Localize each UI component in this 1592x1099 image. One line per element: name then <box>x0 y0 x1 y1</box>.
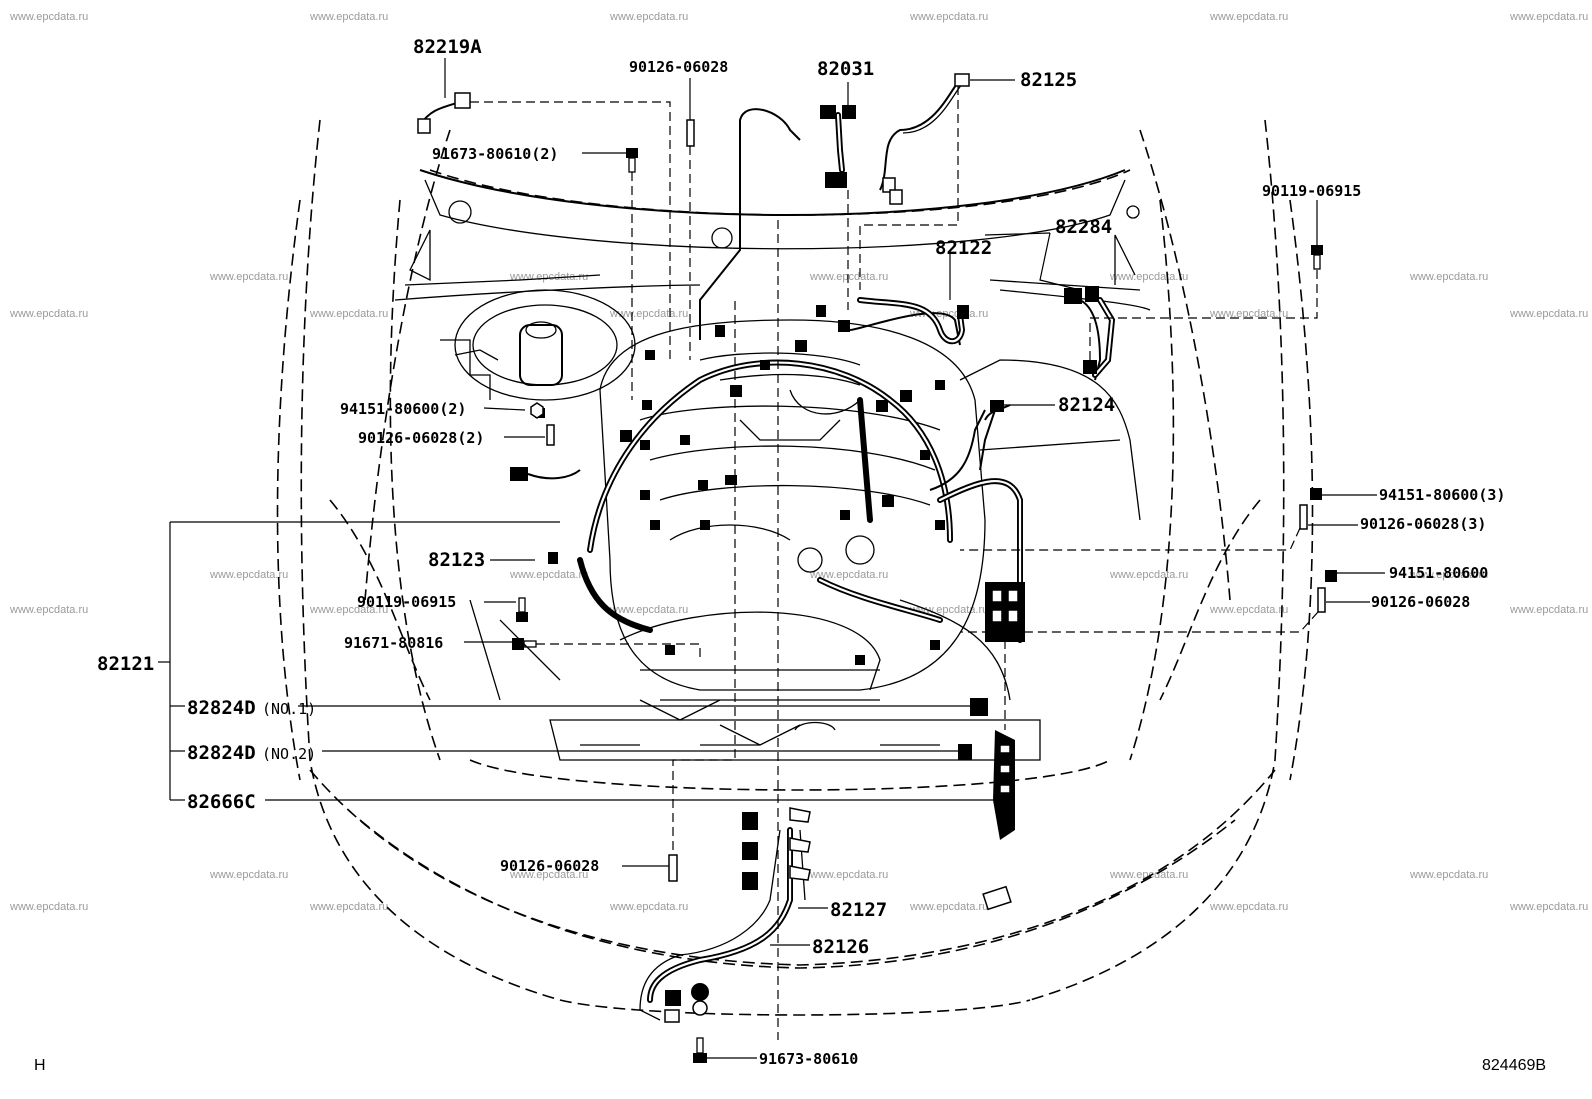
watermark-text: www.epcdata.ru <box>1509 11 1588 23</box>
part-label-82126: 82126 <box>812 936 869 958</box>
part-label-82122: 82122 <box>935 237 992 259</box>
watermark-text: www.epcdata.ru <box>9 11 88 23</box>
watermark-text: www.epcdata.ru <box>309 308 388 320</box>
part-label-82123: 82123 <box>428 549 485 571</box>
part-label-82824D-no1-suffix: (NO.1) <box>262 700 316 718</box>
harness-82127-82126 <box>639 807 811 1023</box>
part-label-82824D-no1: 82824D <box>187 697 256 719</box>
watermark-text: www.epcdata.ru <box>209 869 288 881</box>
part-label-82031: 82031 <box>817 58 874 80</box>
watermark-text: www.epcdata.ru <box>209 569 288 581</box>
part-label-82284: 82284 <box>1055 216 1112 238</box>
corner-mark-left: H <box>34 1057 46 1074</box>
part-label-82824D-no2-suffix: (NO.2) <box>262 745 316 763</box>
watermark-text: www.epcdata.ru <box>609 308 688 320</box>
watermark-text: www.epcdata.ru <box>209 271 288 283</box>
watermark-text: www.epcdata.ru <box>909 604 988 616</box>
part-label-94151-80600-2: 94151-80600(2) <box>340 400 466 418</box>
watermark-group: www.epcdata.ru www.epcdata.ru www.epcdata.… <box>9 11 1588 913</box>
figure-number: 824469B <box>1482 1057 1546 1074</box>
watermark-text: www.epcdata.ru <box>1509 901 1588 913</box>
bolt-icon <box>1311 245 1323 270</box>
watermark-text: www.epcdata.ru <box>309 11 388 23</box>
watermark-text: www.epcdata.ru <box>1509 308 1588 320</box>
watermark-text: www.epcdata.ru <box>1209 901 1288 913</box>
cowl-panel <box>394 169 1151 311</box>
part-label-82124: 82124 <box>1058 394 1115 416</box>
part-label-91673-80610-2: 91673-80610(2) <box>432 145 558 163</box>
bolt-icon <box>626 148 638 173</box>
stud-icon <box>1299 504 1308 530</box>
watermark-text: www.epcdata.ru <box>1409 569 1488 581</box>
part-label-82127: 82127 <box>830 899 887 921</box>
part-label-90119-06915-right: 90119-06915 <box>1262 182 1361 200</box>
brake-booster <box>440 289 636 401</box>
part-label-90119-06915-left: 90119-06915 <box>357 593 456 611</box>
part-label-82219A: 82219A <box>413 36 482 58</box>
watermark-text: www.epcdata.ru <box>1409 869 1488 881</box>
watermark-text: www.epcdata.ru <box>509 569 588 581</box>
bolt-icon <box>512 638 537 650</box>
watermark-text: www.epcdata.ru <box>1409 271 1488 283</box>
watermark-text: www.epcdata.ru <box>1209 604 1288 616</box>
leader-lines <box>158 58 1385 1059</box>
part-label-90126-06028-bottom: 90126-06028 <box>500 857 599 875</box>
watermark-text: www.epcdata.ru <box>9 604 88 616</box>
nut-icon <box>530 402 544 419</box>
watermark-text: www.epcdata.ru <box>809 869 888 881</box>
part-label-91671-80816: 91671-80816 <box>344 634 443 652</box>
part-labels: 82219A 90126-06028 82031 82125 91673-806… <box>97 36 1505 1068</box>
harness-82124 <box>979 400 1004 471</box>
watermark-text: www.epcdata.ru <box>309 604 388 616</box>
watermark-text: www.epcdata.ru <box>9 901 88 913</box>
part-label-82121: 82121 <box>97 653 154 675</box>
watermark-text: www.epcdata.ru <box>1509 604 1588 616</box>
watermark-text: www.epcdata.ru <box>1109 869 1188 881</box>
harness-82125 <box>879 73 970 205</box>
main-harness <box>577 108 1102 643</box>
part-label-91673-80610: 91673-80610 <box>759 1050 858 1068</box>
vehicle-body-outline <box>276 119 1314 1016</box>
stud-icon <box>546 424 555 446</box>
watermark-text: www.epcdata.ru <box>509 869 588 881</box>
harness-82219A <box>417 92 471 134</box>
fasteners <box>512 119 1326 1063</box>
bay-connectors <box>510 305 1337 911</box>
watermark-text: www.epcdata.ru <box>609 11 688 23</box>
part-label-90126-06028-3: 90126-06028(3) <box>1360 515 1486 533</box>
harness-82031 <box>820 105 856 188</box>
watermark-text: www.epcdata.ru <box>809 569 888 581</box>
relay-block <box>958 582 1025 840</box>
part-label-90126-06028-2: 90126-06028(2) <box>358 429 484 447</box>
part-label-94151-80600-3: 94151-80600(3) <box>1379 486 1505 504</box>
bolt-icon <box>516 597 528 622</box>
part-label-90126-06028-mid: 90126-06028 <box>1371 593 1470 611</box>
watermark-text: www.epcdata.ru <box>1109 271 1188 283</box>
watermark-text: www.epcdata.ru <box>309 901 388 913</box>
bolt-icon <box>693 1037 707 1063</box>
part-label-82125: 82125 <box>1020 69 1077 91</box>
watermark-text: www.epcdata.ru <box>9 308 88 320</box>
part-label-94151-80600: 94151-80600 <box>1389 564 1488 582</box>
part-label-82824D-no2: 82824D <box>187 742 256 764</box>
harness-82284 <box>1064 286 1116 378</box>
watermark-text: www.epcdata.ru <box>1209 11 1288 23</box>
stud-icon <box>668 854 678 882</box>
stud-icon <box>686 119 695 147</box>
engine-block <box>469 319 1141 761</box>
watermark-text: www.epcdata.ru <box>609 901 688 913</box>
watermark-text: www.epcdata.ru <box>609 604 688 616</box>
part-label-90126-06028-top: 90126-06028 <box>629 58 728 76</box>
watermark-text: www.epcdata.ru <box>909 11 988 23</box>
watermark-text: www.epcdata.ru <box>809 271 888 283</box>
stud-icon <box>1317 587 1326 613</box>
part-label-82666C: 82666C <box>187 791 256 813</box>
watermark-text: www.epcdata.ru <box>909 901 988 913</box>
harness-82122 <box>857 297 969 345</box>
watermark-text: www.epcdata.ru <box>1109 569 1188 581</box>
watermark-text: www.epcdata.ru <box>1209 308 1288 320</box>
